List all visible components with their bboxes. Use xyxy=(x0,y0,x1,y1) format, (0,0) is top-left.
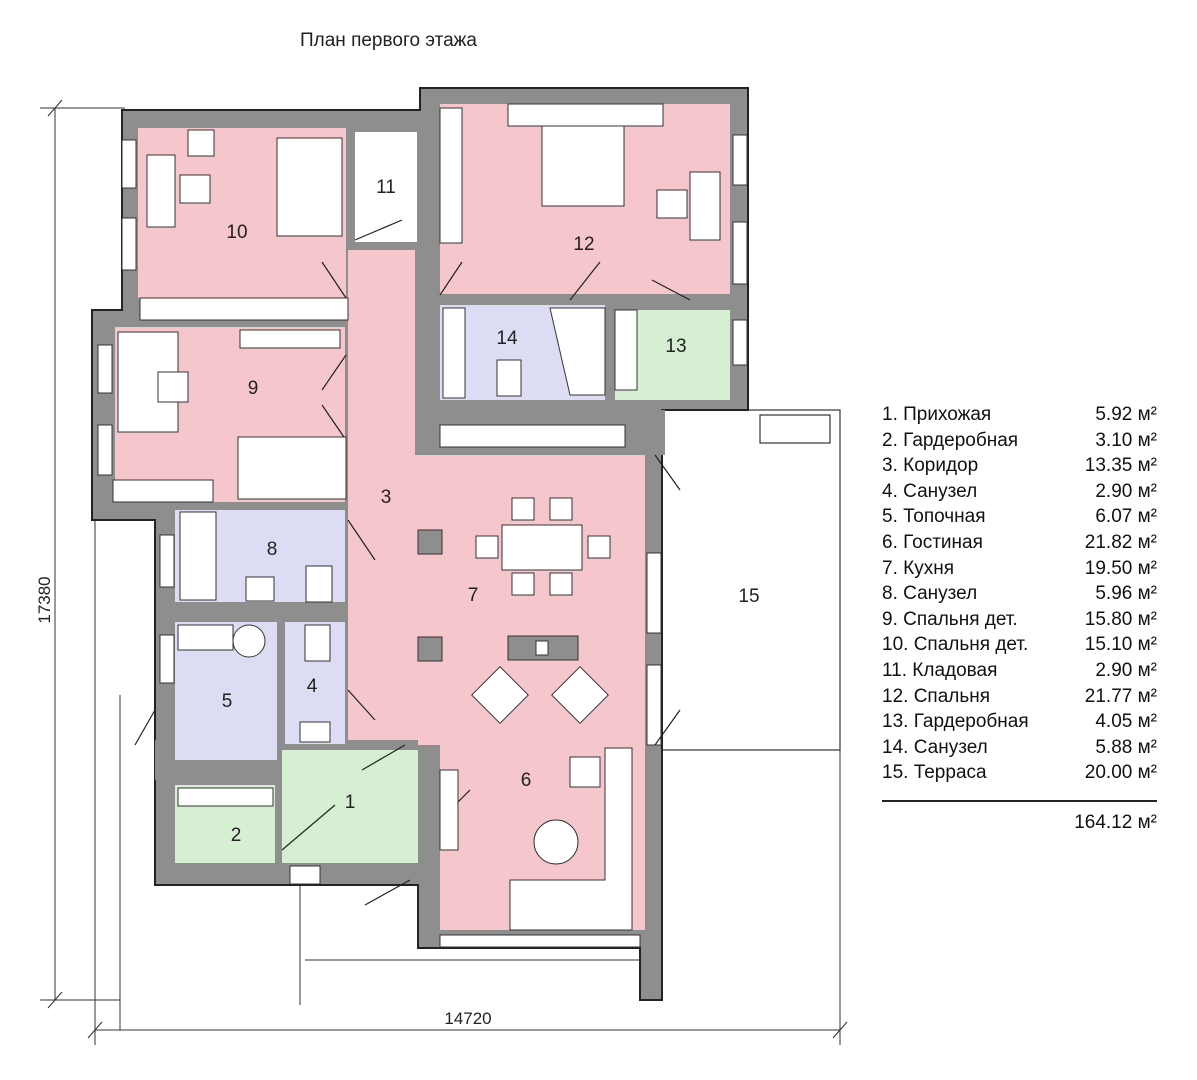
room-label-2: 2 xyxy=(231,825,242,846)
legend-row: 3. Коридор 13.35 м² xyxy=(882,453,1157,479)
legend-label: 13. Гардеробная xyxy=(882,711,1029,733)
column-2 xyxy=(417,636,443,662)
legend-row: 7. Кухня 19.50 м² xyxy=(882,556,1157,582)
legend-area: 6.07 м² xyxy=(1095,506,1157,528)
room-1-fill xyxy=(282,750,418,863)
legend-row: 8. Санузел 5.96 м² xyxy=(882,581,1157,607)
area-legend: 1. Прихожая 5.92 м² 2. Гардеробная 3.10 м²… xyxy=(882,402,1157,834)
furniture xyxy=(112,103,721,931)
legend-label: 1. Прихожая xyxy=(882,404,992,425)
legend-row: 9. Спальня дет. 15.80 м² xyxy=(882,607,1157,633)
room-label-5: 5 xyxy=(222,691,233,712)
legend-area: 19.50 м² xyxy=(1084,557,1157,579)
bathtub-8 xyxy=(179,511,217,601)
legend-row: 4. Санузел 2.90 м² xyxy=(882,479,1157,505)
bathtub-14 xyxy=(549,307,606,396)
room-label-4: 4 xyxy=(307,676,318,697)
legend-area: 5.92 м² xyxy=(1095,404,1157,425)
room-label-1: 1 xyxy=(345,792,356,813)
legend-row: 15. Терраса 20.00 м² xyxy=(882,760,1157,786)
total-area: 164.12 м² xyxy=(1074,811,1157,833)
legend-row: 6. Гостиная 21.82 м² xyxy=(882,530,1157,556)
room-label-11: 11 xyxy=(376,177,396,198)
bed-10 xyxy=(276,137,343,237)
room-label-15: 15 xyxy=(738,586,759,607)
legend-area: 20.00 м² xyxy=(1084,762,1157,784)
armchair-right xyxy=(551,666,609,724)
bed-9 xyxy=(237,436,347,500)
legend-area: 3.10 м² xyxy=(1095,429,1157,451)
dining-table xyxy=(501,524,583,571)
room-label-7: 7 xyxy=(468,585,479,606)
terrace xyxy=(644,409,841,751)
coffee-table xyxy=(533,819,579,865)
legend-row: 12. Спальня 21.77 м² xyxy=(882,684,1157,710)
legend-label: 8. Санузел xyxy=(882,583,978,605)
legend-label: 4. Санузел xyxy=(882,480,978,502)
legend-area: 5.88 м² xyxy=(1095,736,1157,758)
legend-label: 9. Спальня дет. xyxy=(882,608,1018,630)
sofa xyxy=(509,747,633,931)
legend-label: 6. Гостиная xyxy=(882,531,983,553)
room-label-10: 10 xyxy=(226,222,247,243)
legend-row: 5. Топочная 6.07 м² xyxy=(882,504,1157,530)
legend-label: 10. Спальня дет. xyxy=(882,634,1029,656)
legend-label: 3. Коридор xyxy=(882,455,979,477)
legend-row: 13. Гардеробная 4.05 м² xyxy=(882,709,1157,735)
legend-area: 4.05 м² xyxy=(1095,711,1157,733)
room-label-8: 8 xyxy=(267,539,278,560)
windows xyxy=(97,134,748,948)
legend-label: 14. Санузел xyxy=(882,736,988,758)
legend-area: 21.82 м² xyxy=(1084,531,1157,553)
legend-area: 15.80 м² xyxy=(1084,608,1157,630)
legend-row: 1. Прихожая 5.92 м² xyxy=(882,402,1157,428)
legend-label: 12. Спальня xyxy=(882,685,991,707)
legend-area: 5.96 м² xyxy=(1095,583,1157,605)
legend-area: 13.35 м² xyxy=(1084,455,1157,477)
column-1 xyxy=(417,529,443,555)
legend-row: 2. Гардеробная 3.10 м² xyxy=(882,428,1157,454)
dimension-width: 14720 xyxy=(444,1009,491,1028)
legend-label: 7. Кухня xyxy=(882,557,954,579)
legend-label: 11. Кладовая xyxy=(882,659,998,681)
legend-divider xyxy=(882,799,1157,802)
room-label-13: 13 xyxy=(665,336,686,357)
plan-title: План первого этажа xyxy=(300,30,477,51)
room-labels: 1 2 3 4 5 6 7 8 9 10 11 12 13 14 15 xyxy=(222,177,760,846)
armchair-left xyxy=(471,666,529,724)
legend-area: 2.90 м² xyxy=(1095,480,1157,502)
room-label-9: 9 xyxy=(248,378,259,399)
legend-label: 5. Топочная xyxy=(882,506,986,528)
legend-row: 11. Кладовая 2.90 м² xyxy=(882,658,1157,684)
room-11-fill xyxy=(355,132,417,242)
legend-area: 2.90 м² xyxy=(1095,659,1157,681)
kitchen-counter xyxy=(439,424,626,448)
room-label-3: 3 xyxy=(381,487,392,508)
legend-row: 14. Санузел 5.88 м² xyxy=(882,735,1157,761)
legend-area: 15.10 м² xyxy=(1084,634,1157,656)
legend-label: 2. Гардеробная xyxy=(882,429,1019,451)
legend-row: 10. Спальня дет. 15.10 м² xyxy=(882,632,1157,658)
room-label-14: 14 xyxy=(496,328,518,349)
legend-label: 15. Терраса xyxy=(882,762,987,784)
room-label-12: 12 xyxy=(573,234,594,255)
room-label-6: 6 xyxy=(521,770,532,791)
dimension-height: 17380 xyxy=(35,576,54,623)
legend-area: 21.77 м² xyxy=(1084,685,1157,707)
